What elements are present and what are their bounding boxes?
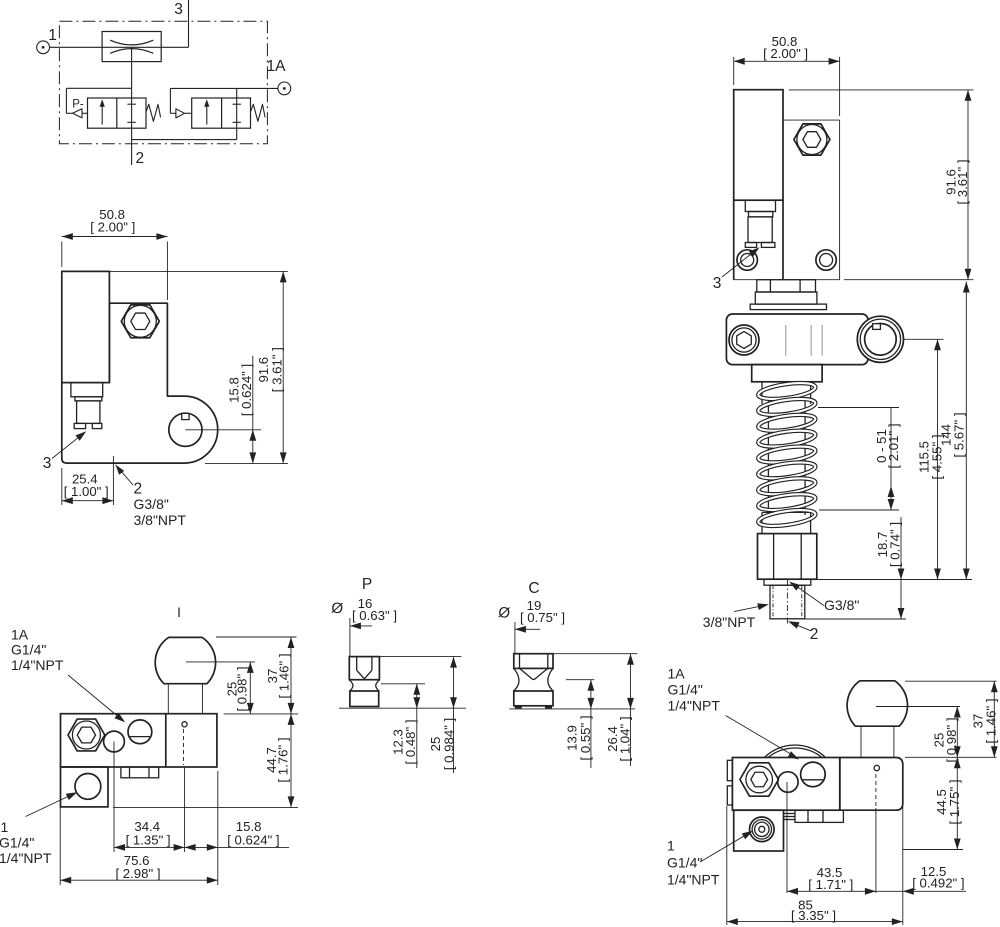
svg-text:44.5: 44.5: [934, 789, 949, 815]
svg-text:[ 2.00" ]: [ 2.00" ]: [90, 220, 135, 235]
svg-text:1/4"NPT: 1/4"NPT: [667, 872, 720, 888]
svg-text:1A: 1A: [267, 58, 287, 75]
svg-text:1A: 1A: [668, 666, 686, 682]
svg-text:37: 37: [971, 714, 986, 729]
svg-text:[ 1.00" ]: [ 1.00" ]: [64, 484, 109, 499]
svg-text:P: P: [362, 576, 372, 593]
svg-text:25.4: 25.4: [72, 471, 98, 486]
svg-text:C: C: [528, 580, 539, 597]
svg-text:[ 0.48" ]: [ 0.48" ]: [403, 719, 418, 764]
svg-text:91.6: 91.6: [944, 169, 959, 195]
svg-text:12.5: 12.5: [921, 864, 947, 879]
svg-text:Ø: Ø: [497, 604, 511, 623]
svg-text:75.6: 75.6: [124, 853, 150, 868]
svg-text:[ 0.492" ]: [ 0.492" ]: [912, 876, 964, 891]
svg-text:G1/4": G1/4": [0, 835, 34, 851]
svg-text:15.8: 15.8: [226, 377, 241, 403]
svg-text:[ 3.35" ]: [ 3.35" ]: [791, 908, 836, 923]
svg-text:[ 0.63" ]: [ 0.63" ]: [352, 608, 397, 623]
svg-text:3/8"NPT: 3/8"NPT: [703, 614, 756, 630]
svg-text:1/4"NPT: 1/4"NPT: [668, 698, 721, 714]
svg-text:G1/4": G1/4": [668, 682, 703, 698]
svg-text:[ 0.74" ]: [ 0.74" ]: [888, 522, 903, 567]
svg-text:G3/8": G3/8": [824, 597, 859, 613]
svg-text:[ 0.55" ]: [ 0.55" ]: [578, 715, 593, 760]
svg-text:[ 1.04" ]: [ 1.04" ]: [618, 716, 633, 761]
svg-text:13.9: 13.9: [564, 725, 579, 751]
svg-text:[ 1.46" ]: [ 1.46" ]: [276, 653, 291, 698]
svg-text:2: 2: [134, 481, 143, 498]
svg-text:[ 0.984" ]: [ 0.984" ]: [442, 718, 457, 770]
svg-text:50.8: 50.8: [99, 207, 125, 222]
svg-text:G1/4": G1/4": [667, 855, 702, 871]
svg-text:3/8"NPT: 3/8"NPT: [134, 512, 187, 528]
svg-text:G3/8": G3/8": [134, 496, 169, 512]
svg-text:[ 0.75" ]: [ 0.75" ]: [520, 610, 565, 625]
svg-text:25: 25: [931, 733, 946, 748]
svg-text:12.3: 12.3: [391, 729, 406, 755]
svg-text:[ 2.00" ]: [ 2.00" ]: [763, 46, 808, 61]
svg-text:115.5: 115.5: [917, 441, 932, 473]
svg-text:2: 2: [136, 150, 145, 167]
svg-text:[ 0.624" ]: [ 0.624" ]: [239, 364, 254, 416]
svg-text:26.4: 26.4: [605, 726, 620, 752]
svg-text:I: I: [177, 605, 181, 620]
svg-text:1/4"NPT: 1/4"NPT: [11, 657, 64, 673]
svg-text:1: 1: [48, 27, 57, 44]
svg-text:43.5: 43.5: [817, 865, 843, 880]
svg-text:3: 3: [174, 1, 183, 18]
svg-text:1: 1: [667, 838, 675, 854]
svg-text:25: 25: [428, 737, 443, 752]
svg-text:91.6: 91.6: [256, 357, 271, 383]
svg-text:[ 4.55" ]: [ 4.55" ]: [930, 434, 945, 479]
svg-text:[ 1.71" ]: [ 1.71" ]: [808, 877, 853, 892]
svg-text:[ 2.01" ]: [ 2.01" ]: [886, 423, 901, 468]
svg-text:50.8: 50.8: [772, 34, 798, 49]
svg-text:[ 0.98" ]: [ 0.98" ]: [944, 717, 959, 762]
svg-text:16: 16: [358, 596, 373, 611]
svg-text:144: 144: [939, 424, 954, 446]
svg-text:1A: 1A: [11, 626, 29, 642]
svg-text:[ 1.35" ]: [ 1.35" ]: [126, 833, 171, 848]
svg-text:[ 1.76" ]: [ 1.76" ]: [275, 737, 290, 782]
svg-text:[ 5.67" ]: [ 5.67" ]: [952, 412, 967, 457]
svg-text:0 - 51: 0 - 51: [874, 429, 889, 463]
svg-text:[ 0.624" ]: [ 0.624" ]: [227, 833, 279, 848]
svg-text:15.8: 15.8: [236, 819, 262, 834]
svg-text:18.7: 18.7: [875, 532, 890, 558]
svg-text:3: 3: [43, 455, 52, 472]
svg-text:1: 1: [1, 819, 9, 835]
svg-text:19: 19: [527, 598, 542, 613]
svg-text:[ 1.46" ]: [ 1.46" ]: [983, 698, 998, 743]
svg-text:3: 3: [713, 275, 722, 292]
svg-text:37: 37: [265, 669, 280, 684]
svg-text:[ 3.61" ]: [ 3.61" ]: [955, 159, 970, 204]
svg-text:85: 85: [798, 897, 813, 912]
svg-text:P-: P-: [72, 99, 84, 111]
svg-text:Ø: Ø: [330, 599, 344, 618]
svg-text:[ 1.75" ]: [ 1.75" ]: [947, 779, 962, 824]
svg-text:25: 25: [225, 682, 240, 697]
svg-text:[ 3.61" ]: [ 3.61" ]: [270, 347, 285, 392]
svg-text:44.7: 44.7: [264, 747, 279, 773]
svg-text:[ 0.98" ]: [ 0.98" ]: [235, 666, 250, 711]
svg-text:1/4"NPT: 1/4"NPT: [0, 850, 52, 866]
svg-text:2: 2: [810, 626, 819, 643]
svg-text:[ 2.98" ]: [ 2.98" ]: [115, 866, 160, 881]
svg-text:G1/4": G1/4": [11, 642, 46, 658]
svg-text:34.4: 34.4: [134, 819, 160, 834]
